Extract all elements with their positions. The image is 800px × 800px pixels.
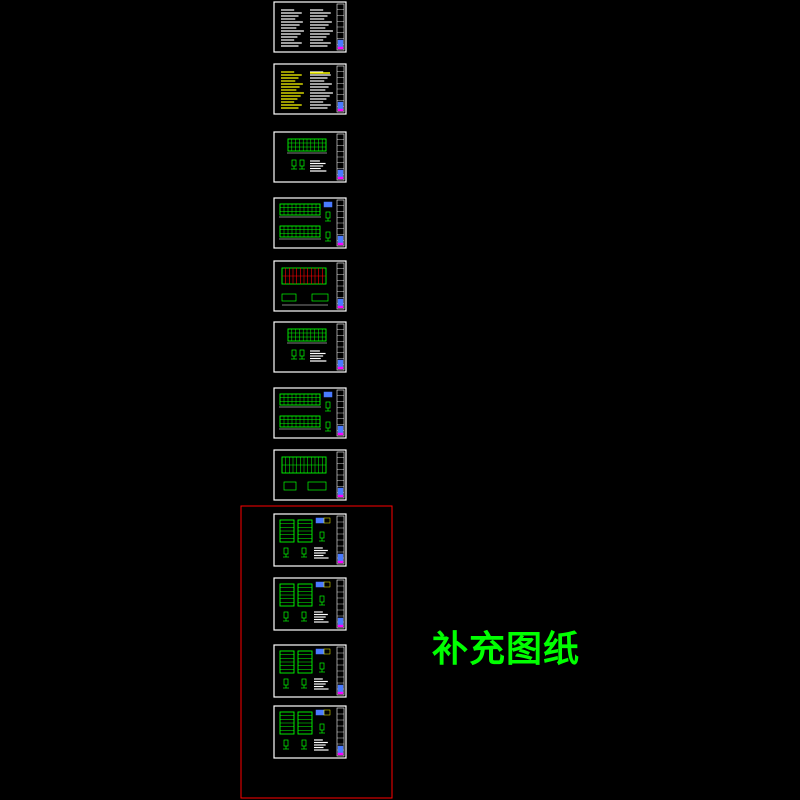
drawing-rect: [315, 581, 325, 588]
drawing-rect: [337, 176, 344, 180]
drawing-sheet-1: [273, 1, 347, 53]
drawing-rect: [273, 387, 347, 439]
drawing-rect: [337, 745, 344, 755]
drawing-rect: [283, 481, 297, 491]
drawing-rect: [323, 709, 331, 716]
supplementary-highlight-box: [240, 505, 393, 799]
drawing-sheet-11: [273, 644, 347, 698]
drawing-rect: [337, 108, 344, 112]
drawing-rect: [273, 577, 347, 631]
drawing-sheet-7: [273, 387, 347, 439]
drawing-rect: [273, 131, 347, 183]
drawing-rect: [273, 321, 347, 373]
drawing-sheet-2: [273, 63, 347, 115]
drawing-rect: [337, 494, 344, 498]
drawing-rect: [323, 648, 331, 655]
drawing-rect: [337, 684, 344, 694]
drawing-rect: [337, 39, 344, 49]
drawing-rect: [323, 391, 333, 398]
drawing-rect: [315, 517, 325, 524]
drawing-rect: [307, 481, 327, 491]
drawing-rect: [337, 242, 344, 246]
drawing-rect: [273, 513, 347, 567]
drawing-sheet-6: [273, 321, 347, 373]
drawing-sheet-8: [273, 449, 347, 501]
drawing-sheet-10: [273, 577, 347, 631]
drawing-rect: [337, 298, 344, 308]
drawing-rect: [337, 46, 344, 50]
drawing-rect: [323, 581, 331, 588]
supplementary-drawings-label: 补充图纸: [432, 629, 581, 670]
drawing-rect: [337, 366, 344, 370]
drawing-rect: [273, 260, 347, 312]
drawing-rect: [337, 487, 344, 497]
drawing-rect: [337, 691, 344, 695]
drawing-rect: [323, 201, 333, 208]
drawing-rect: [273, 644, 347, 698]
drawing-rect: [337, 752, 344, 756]
drawing-sheet-4: [273, 197, 347, 249]
drawing-rect: [315, 709, 325, 716]
drawing-rect: [281, 293, 297, 302]
drawing-sheet-12: [273, 705, 347, 759]
drawing-rect: [337, 617, 344, 627]
drawing-rect: [273, 449, 347, 501]
drawing-rect: [323, 517, 331, 524]
drawing-rect: [337, 425, 344, 435]
drawing-rect: [273, 197, 347, 249]
drawing-rect: [311, 293, 329, 302]
drawing-sheet-5: [273, 260, 347, 312]
drawing-rect: [315, 648, 325, 655]
drawing-rect: [337, 305, 344, 309]
drawing-rect: [337, 359, 344, 369]
drawing-rect: [337, 624, 344, 628]
drawing-rect: [273, 705, 347, 759]
drawing-rect: [337, 560, 344, 564]
drawing-sheets: [273, 1, 347, 759]
drawing-rect: [337, 432, 344, 436]
drawing-rect: [337, 553, 344, 563]
drawing-sheet-3: [273, 131, 347, 183]
drawing-sheet-9: [273, 513, 347, 567]
